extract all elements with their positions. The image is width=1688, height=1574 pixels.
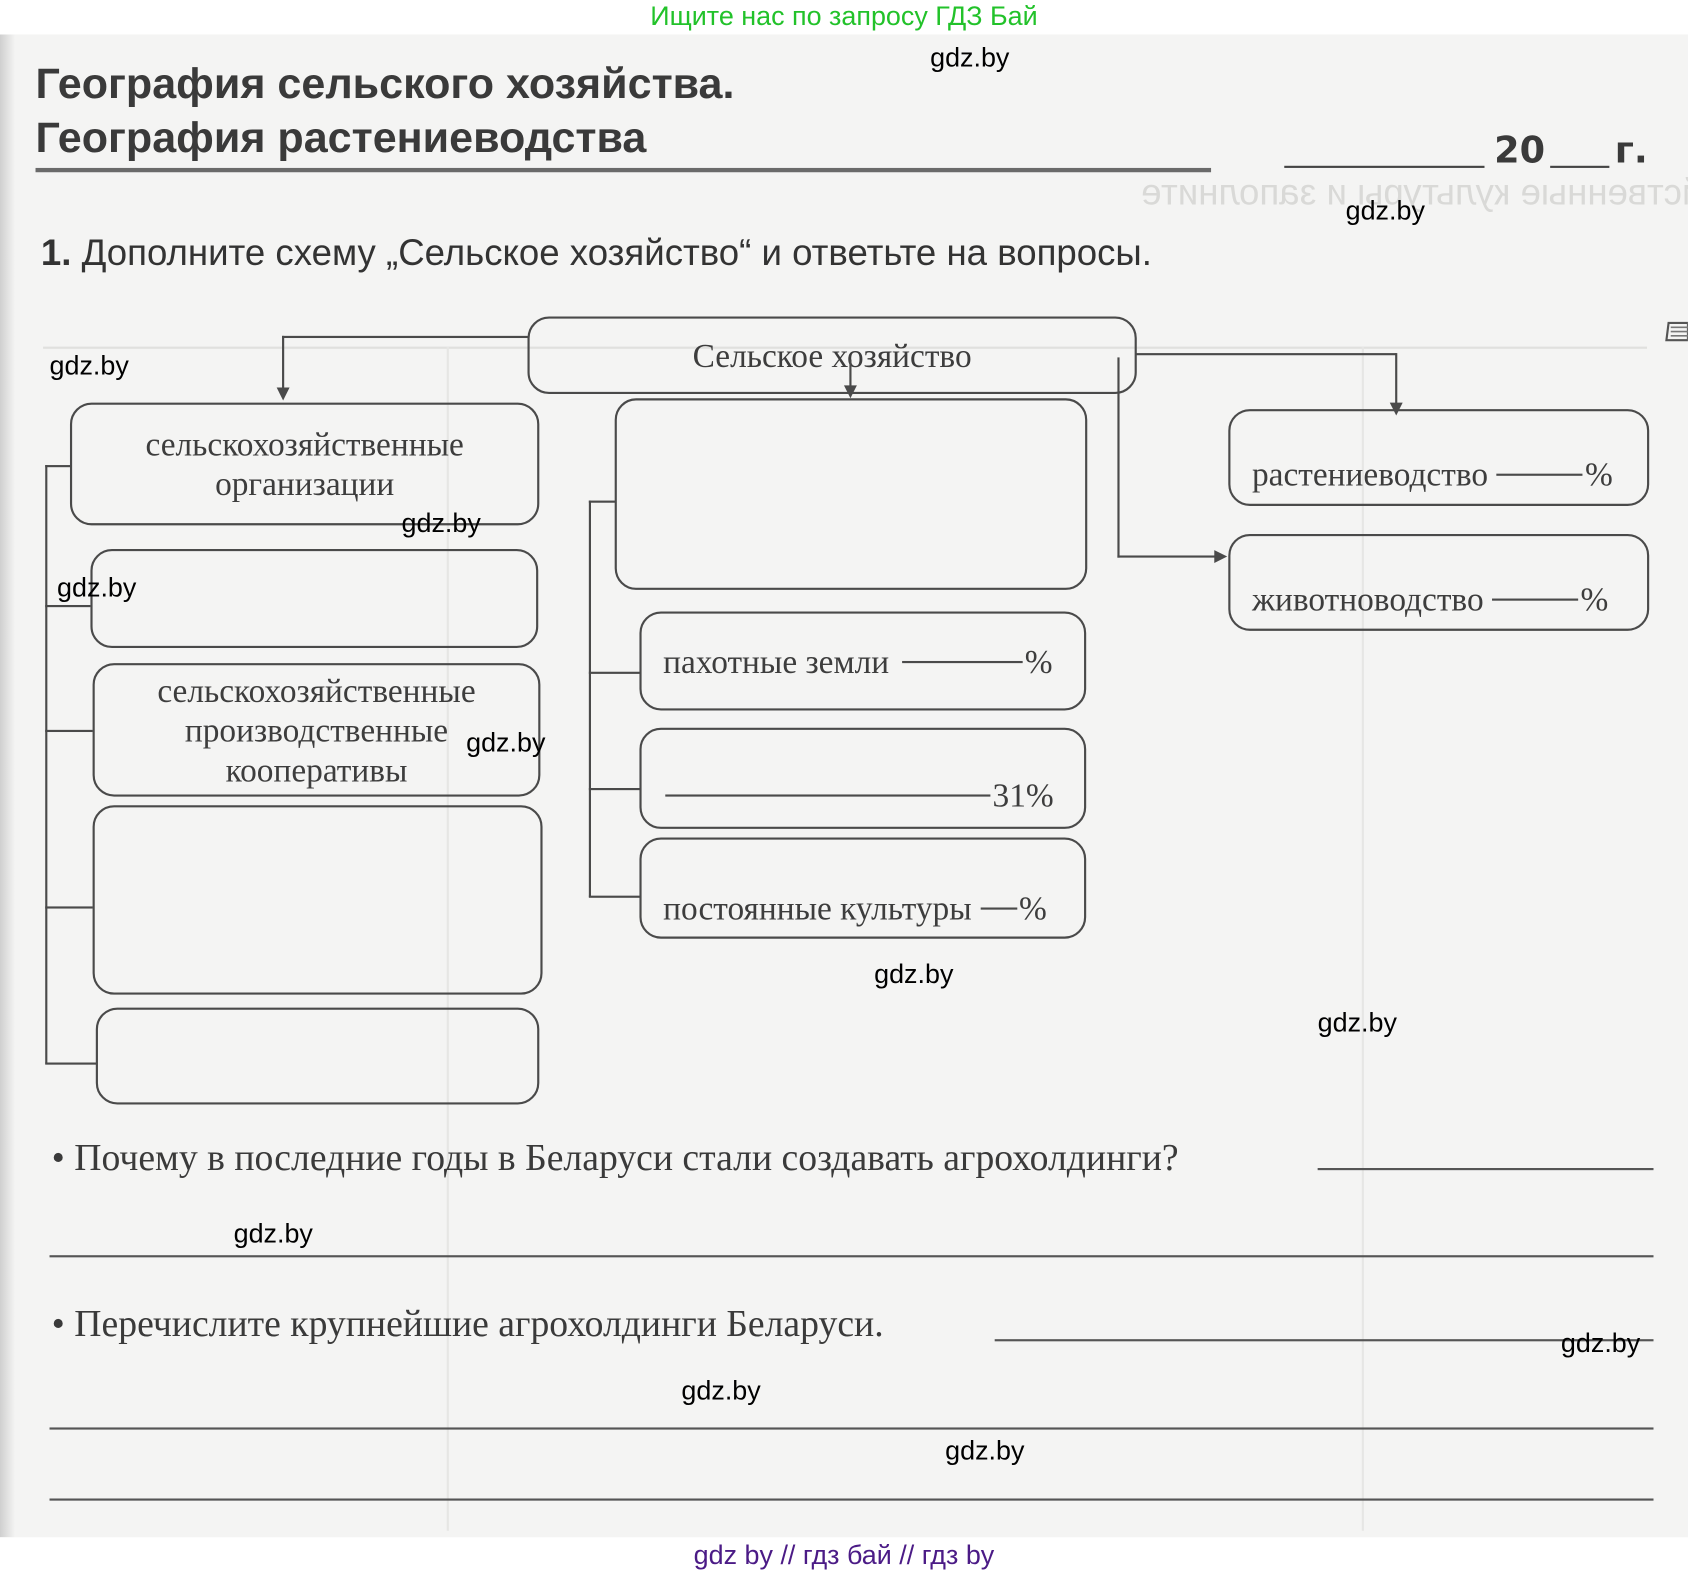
title-underline	[35, 167, 1212, 173]
watermark: gdz.by	[466, 727, 546, 758]
land-type-blank[interactable]	[665, 793, 991, 797]
connector-line	[1135, 353, 1397, 356]
question-1-answer-line[interactable]	[1317, 1168, 1654, 1171]
crop-farming-percent-blank[interactable]	[1496, 472, 1583, 476]
show-through-table-line	[43, 346, 1648, 349]
left-box-label: сельскохозяйственные организации	[145, 425, 464, 503]
connector-line	[588, 500, 616, 503]
connector-line	[588, 787, 641, 791]
watermark: gdz.by	[1560, 1328, 1641, 1359]
watermark: gdz.by	[233, 1218, 313, 1249]
land-type-unit: %	[1025, 775, 1054, 814]
connector-line	[282, 335, 285, 392]
show-through-table-line	[1361, 346, 1364, 1531]
watermark: gdz.by	[681, 1375, 761, 1406]
arable-land-label: пахотные земли	[663, 642, 890, 680]
date-day-blank[interactable]	[1284, 165, 1485, 168]
middle-box-arable-land: пахотные земли %	[639, 611, 1087, 711]
task-number: 1.	[40, 232, 72, 274]
connector-line	[1117, 555, 1217, 558]
middle-box-permanent-crops: постоянные культуры %	[639, 837, 1087, 939]
arable-land-unit: %	[1024, 642, 1053, 680]
left-branch-spine	[45, 465, 48, 1064]
watermark: gdz.by	[401, 508, 481, 539]
question-2-answer-line[interactable]	[49, 1498, 1654, 1501]
search-hint-banner: Ищите нас по запросу ГДЗ Бай	[650, 1, 1038, 32]
watermark: gdz.by	[1317, 1007, 1397, 1038]
question-2-answer-line[interactable]	[994, 1339, 1654, 1342]
crop-farming-unit: %	[1584, 454, 1613, 493]
page-title-line1: География сельского хозяйства.	[35, 60, 735, 108]
middle-branch-spine	[588, 500, 591, 897]
question-2-answer-line[interactable]	[49, 1427, 1654, 1430]
watermark: gdz.by	[930, 43, 1010, 74]
connector-line	[45, 1062, 97, 1065]
connector-line	[588, 895, 641, 898]
task-text: Дополните схему „Сельское хозяйство“ и о…	[81, 232, 1152, 274]
date-suffix: г.	[1614, 129, 1648, 173]
crop-farming-label: растениеводство	[1251, 454, 1489, 493]
permanent-crops-percent-blank[interactable]	[980, 906, 1017, 910]
connector-line	[849, 359, 852, 390]
date-year-blank[interactable]	[1550, 165, 1610, 168]
permanent-crops-unit: %	[1019, 888, 1047, 927]
question-1-answer-line[interactable]	[49, 1255, 1654, 1258]
right-box-animal-husbandry: животноводство %	[1228, 533, 1650, 631]
connector-line	[588, 671, 641, 674]
left-box-blank-3[interactable]	[95, 1007, 540, 1105]
left-box-agri-cooperatives: сельскохозяйственные производственные ко…	[92, 663, 541, 797]
page-title-line2: География растениеводства	[35, 114, 647, 162]
watermark: gdz.by	[1345, 195, 1425, 227]
animal-husbandry-unit: %	[1580, 579, 1609, 618]
connector-line	[45, 465, 72, 468]
question-text: Перечислите крупнейшие агрохолдинги Бела…	[74, 1302, 884, 1345]
question-bullet: •	[51, 1302, 65, 1345]
connector-line	[45, 906, 93, 909]
arrow-right-icon	[1214, 550, 1228, 564]
connector-line	[45, 604, 91, 608]
left-box-blank-1[interactable]	[90, 549, 539, 649]
right-box-crop-farming: растениеводство %	[1228, 409, 1650, 506]
footer-watermark: gdz by // гдз бай // гдз by	[693, 1540, 995, 1571]
arrow-down-icon	[276, 387, 290, 401]
task-heading: 1. Дополните схему „Сельское хозяйство“ …	[41, 233, 1152, 275]
left-box-agri-organizations: сельскохозяйственные организации	[69, 402, 540, 526]
animal-husbandry-percent-blank[interactable]	[1492, 597, 1579, 601]
date-year-prefix: 20	[1494, 129, 1546, 173]
arrow-down-icon	[843, 385, 857, 399]
watermark: gdz.by	[49, 350, 129, 382]
connector-line	[1117, 357, 1120, 558]
animal-husbandry-label: животноводство	[1251, 579, 1484, 618]
question-text: Почему в последние годы в Беларуси стали…	[74, 1136, 1179, 1179]
watermark: gdz.by	[57, 572, 137, 603]
question-1: • Почему в последние годы в Беларуси ста…	[52, 1137, 1179, 1180]
permanent-crops-label: постоянные культуры	[663, 888, 972, 927]
middle-top-box-blank[interactable]	[614, 398, 1088, 590]
book-icon	[1665, 321, 1688, 342]
scheme-root-label: Сельское хозяйство	[692, 336, 972, 375]
left-box-label: сельскохозяйственные производственные ко…	[157, 671, 476, 789]
arable-land-percent-blank[interactable]	[902, 659, 1023, 663]
connector-line	[1395, 353, 1398, 407]
middle-box-blank-31[interactable]: 31%	[639, 727, 1087, 829]
show-through-table-line	[446, 346, 449, 1531]
scheme-root-box: Сельское хозяйство	[527, 316, 1137, 394]
left-box-blank-2[interactable]	[92, 805, 543, 995]
watermark: gdz.by	[874, 959, 954, 990]
land-type-value: 31	[992, 775, 1026, 814]
question-2: • Перечислите крупнейшие агрохолдинги Бе…	[52, 1303, 884, 1346]
question-bullet: •	[51, 1136, 65, 1179]
connector-line	[45, 729, 93, 733]
workbook-page-scan: 3. А) Определите по иллюстрациям сельско…	[0, 34, 1688, 1538]
watermark: gdz.by	[945, 1436, 1025, 1467]
connector-line	[282, 335, 529, 339]
